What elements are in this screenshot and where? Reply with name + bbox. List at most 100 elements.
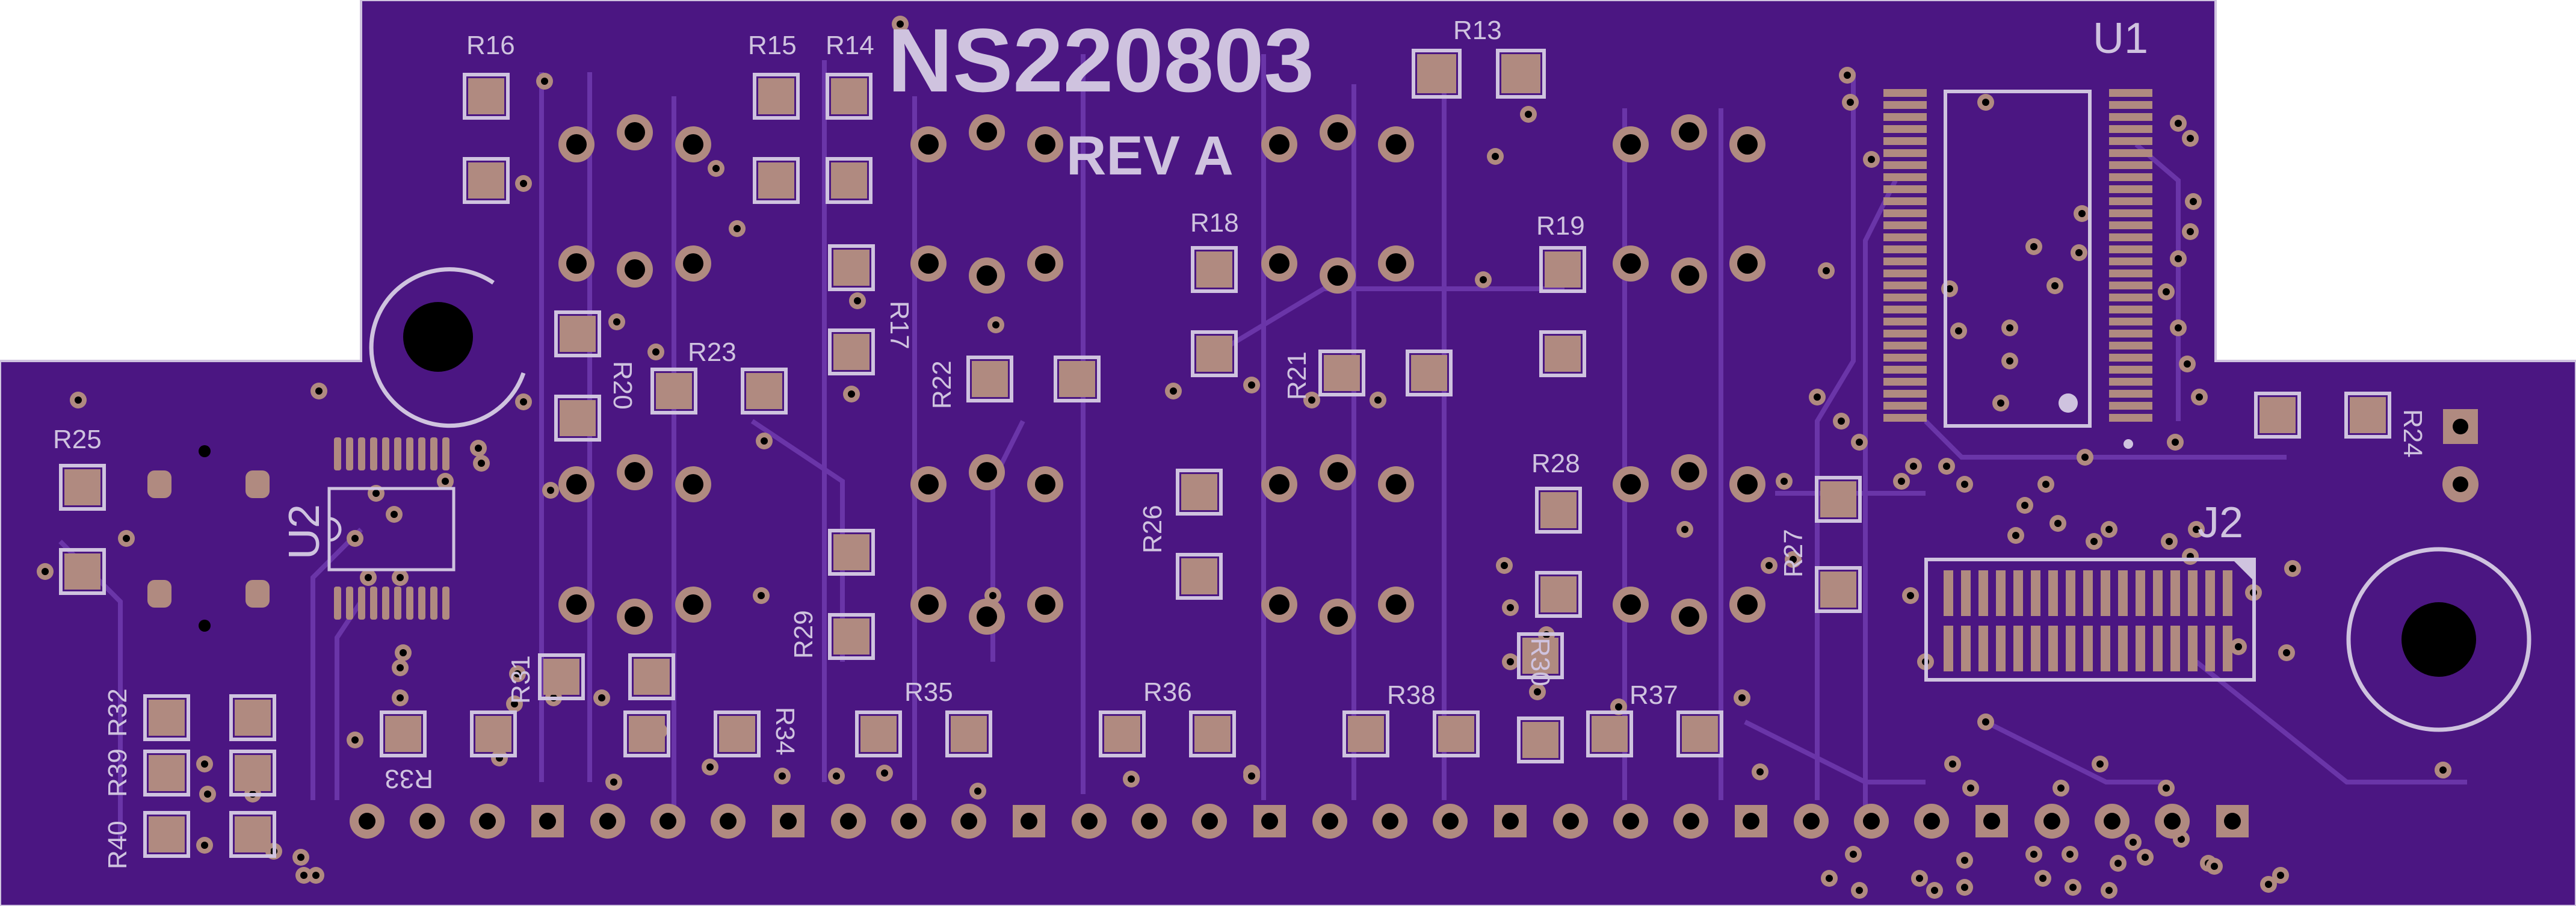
label-r21: R21 — [1282, 351, 1312, 400]
smd-resistor-pads — [59, 49, 2391, 858]
label-r35: R35 — [904, 677, 953, 707]
smd-pad — [758, 78, 794, 114]
smd-pad — [1104, 716, 1140, 752]
smd-pad — [1540, 492, 1577, 528]
smd-pad — [1417, 54, 1456, 93]
smd-pad — [560, 400, 596, 436]
label-r40: R40 — [103, 821, 132, 869]
smd-pad — [560, 316, 596, 352]
smd-pad — [972, 361, 1008, 397]
smd-pad — [833, 334, 869, 370]
label-r23: R23 — [688, 337, 737, 367]
u1-pins-right — [2109, 89, 2152, 422]
smd-pad — [1181, 558, 1217, 594]
label-r15: R15 — [748, 31, 797, 60]
smd-pad — [1196, 251, 1232, 288]
smd-pad — [1196, 336, 1232, 372]
vias — [37, 16, 2451, 899]
mounting-hole-right — [2346, 547, 2531, 732]
smd-pad — [719, 716, 755, 752]
smd-pad — [2350, 397, 2386, 433]
smd-pad — [746, 373, 782, 409]
label-r33: R33 — [385, 764, 433, 794]
board-revision: REV A — [1066, 125, 1234, 186]
smd-pad — [629, 716, 665, 752]
label-r17: R17 — [885, 301, 914, 350]
smd-pad — [64, 469, 100, 505]
label-r28: R28 — [1531, 449, 1580, 478]
smd-pad — [1682, 716, 1718, 752]
smd-pad — [149, 816, 185, 852]
u1-chip — [1883, 89, 2152, 449]
label-u2: U2 — [280, 504, 329, 559]
smd-pad — [149, 700, 185, 736]
smd-pad — [833, 618, 869, 655]
label-u1: U1 — [2093, 14, 2148, 63]
smd-pad — [475, 716, 511, 752]
smd-pad — [1545, 251, 1581, 288]
smd-pad — [656, 373, 692, 409]
smd-pad — [758, 162, 794, 199]
smd-pad — [833, 534, 869, 570]
smd-pad — [543, 659, 579, 695]
u1-pins-left — [1883, 89, 1927, 422]
label-r20: R20 — [608, 361, 637, 410]
smd-pad — [385, 716, 421, 752]
smd-pad — [860, 716, 897, 752]
label-r22: R22 — [927, 360, 957, 409]
label-r16: R16 — [466, 31, 515, 60]
bottom-header-row — [350, 804, 2249, 839]
label-r26: R26 — [1138, 505, 1167, 553]
label-r37: R37 — [1629, 680, 1678, 710]
label-r34: R34 — [770, 707, 800, 756]
r24-header — [2442, 409, 2479, 502]
through-hole-pads — [558, 114, 1765, 635]
smd-pad — [1820, 481, 1856, 517]
mounting-hole-left — [369, 267, 526, 428]
label-r19: R19 — [1536, 211, 1585, 241]
smd-pad — [149, 755, 185, 791]
u2-side-pads — [147, 445, 270, 632]
smd-pad — [1324, 355, 1360, 391]
smd-pad — [1438, 716, 1474, 752]
smd-pad — [1522, 722, 1558, 758]
label-r39: R39 — [103, 748, 132, 797]
label-r25: R25 — [53, 425, 102, 454]
smd-pad — [1059, 361, 1095, 397]
smd-pad — [951, 716, 987, 752]
label-j2: J2 — [2198, 499, 2243, 547]
j2-connector — [1924, 558, 2256, 682]
smd-pad — [235, 816, 271, 852]
label-r36: R36 — [1143, 677, 1192, 707]
smd-pad — [235, 755, 271, 791]
smd-pad — [2259, 397, 2296, 433]
smd-pad — [1820, 572, 1856, 608]
smd-pad — [831, 78, 867, 114]
board-title: NS220803 — [888, 10, 1314, 111]
smd-pad — [831, 162, 867, 199]
label-r18: R18 — [1190, 208, 1239, 238]
smd-pad — [833, 250, 869, 286]
smd-pad — [1540, 576, 1577, 612]
smd-pad — [1501, 54, 1540, 93]
smd-pad — [1522, 638, 1558, 674]
smd-pad — [1545, 336, 1581, 372]
u2-chip — [327, 437, 456, 620]
smd-pad — [1592, 716, 1628, 752]
smd-pad — [1181, 474, 1217, 510]
smd-pad — [634, 659, 670, 695]
smd-pad — [468, 162, 504, 199]
smd-pad — [235, 700, 271, 736]
smd-pad — [1348, 716, 1384, 752]
label-r30: R30 — [1525, 638, 1555, 686]
label-r24: R24 — [2398, 409, 2427, 458]
label-r14: R14 — [826, 31, 874, 60]
label-r31: R31 — [506, 655, 536, 704]
smd-pad — [1194, 716, 1231, 752]
label-r32: R32 — [103, 688, 132, 737]
smd-pad — [64, 553, 100, 590]
label-r29: R29 — [789, 610, 818, 659]
label-r38: R38 — [1387, 680, 1436, 710]
label-r13: R13 — [1453, 16, 1502, 45]
